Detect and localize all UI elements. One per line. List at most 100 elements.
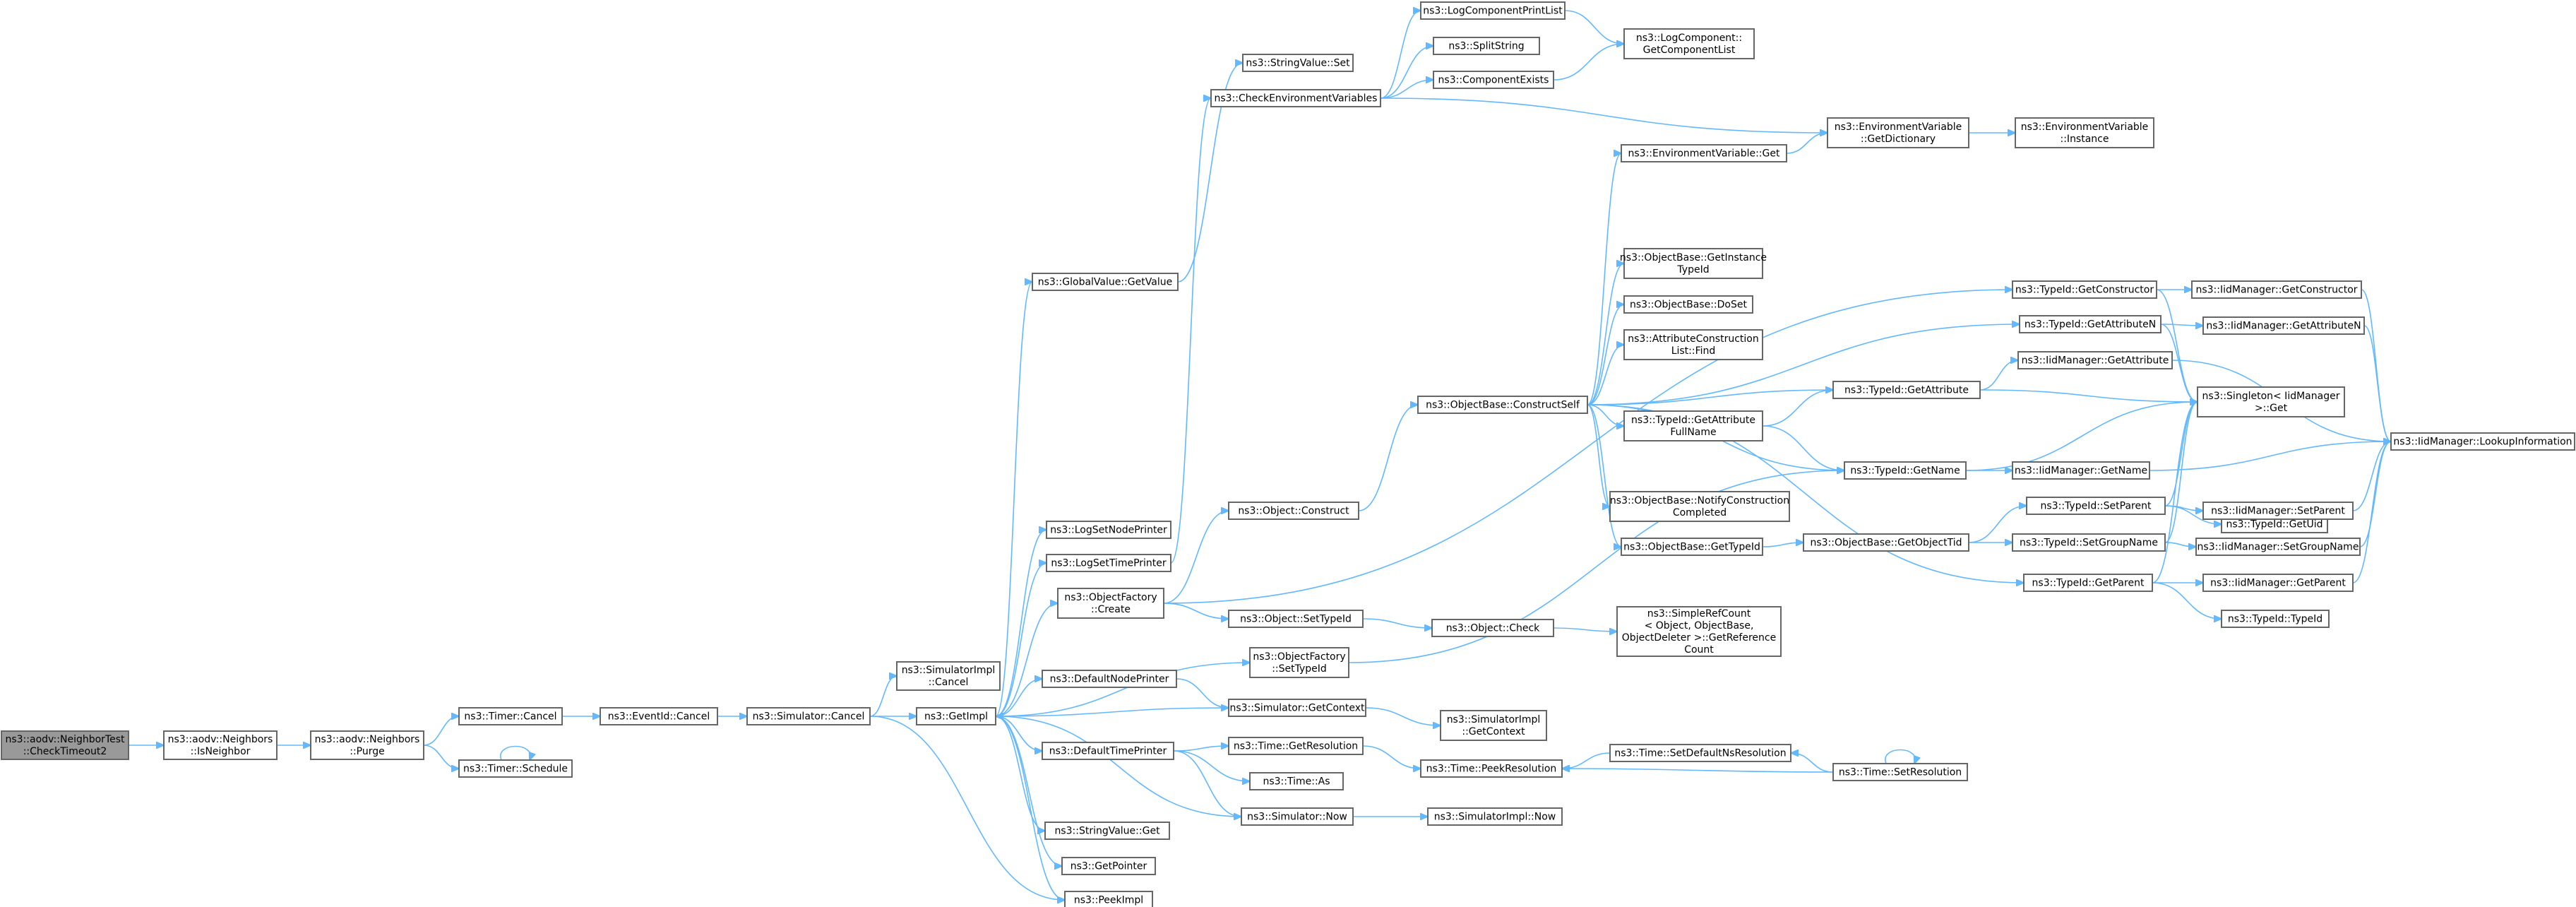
node-label: ns3::IidManager::SetParent [2211,506,2345,517]
node-tidGetAttribute[interactable]: ns3::TypeId::GetAttribute [1832,381,1981,399]
node-label: ns3::ComponentExists [1438,75,1549,86]
node-defTimePrinter[interactable]: ns3::DefaultTimePrinter [1042,742,1174,760]
edge-logPrintList-to-logGetList [1564,10,1624,44]
node-obGetTypeId[interactable]: ns3::ObjectBase::GetTypeId [1621,538,1763,556]
node-checkEnv[interactable]: ns3::CheckEnvironmentVariables [1210,89,1381,107]
edge-simNow-to-getImpl [996,716,1242,817]
node-getPointer[interactable]: ns3::GetPointer [1061,857,1156,875]
node-objConstruct[interactable]: ns3::Object::Construct [1228,502,1359,520]
node-label: ns3::Simulator::Cancel [753,711,865,723]
node-obGetObjectTid[interactable]: ns3::ObjectBase::GetObjectTid [1803,533,1969,552]
node-label: ns3::TypeId::GetConstructor [2015,285,2154,296]
node-box [1803,533,1969,552]
node-simNow[interactable]: ns3::Simulator::Now [1241,807,1354,826]
edge-getImpl-to-objFactSetTypeId [995,663,1250,717]
node-isNeighbor[interactable]: ns3::aodv::Neighbors::IsNeighbor [163,730,278,760]
node-splitString[interactable]: ns3::SplitString [1433,37,1540,55]
node-iidGetAttributeN[interactable]: ns3::IidManager::GetAttributeN [2202,316,2365,335]
node-logGetList[interactable]: ns3::LogComponent::GetComponentList [1623,28,1755,59]
node-singletonGet[interactable]: ns3::Singleton< IidManager>::Get [2197,386,2345,417]
node-stringValueSet[interactable]: ns3::StringValue::Set [1242,54,1354,72]
node-eventCancel[interactable]: ns3::EventId::Cancel [600,707,718,725]
node-timePeekRes[interactable]: ns3::Time::PeekResolution [1420,759,1563,778]
edge-tidGetAttributeN-to-iidGetAttributeN [2160,324,2203,326]
node-label: ns3::TypeId::SetParent [2041,501,2152,512]
node-tidGetParent[interactable]: ns3::TypeId::GetParent [2023,574,2153,592]
node-tidSetGroupName[interactable]: ns3::TypeId::SetGroupName [2012,533,2166,552]
node-objFactSetTypeId[interactable]: ns3::ObjectFactory::SetTypeId [1249,647,1349,678]
node-envGetDict[interactable]: ns3::EnvironmentVariable::GetDictionary [1827,117,1969,148]
node-globalGetValue[interactable]: ns3::GlobalValue::GetValue [1032,273,1179,291]
node-label: ::Instance [2061,134,2109,145]
edge-defTimePrinter-to-simNow [1173,750,1241,817]
node-notifyConstr[interactable]: ns3::ObjectBase::NotifyConstructionCompl… [1609,491,1790,522]
node-box [1046,554,1171,572]
edge-getImpl-to-globalGetValue [995,282,1032,717]
node-getImpl[interactable]: ns3::GetImpl [916,707,996,725]
node-tidSetParent[interactable]: ns3::TypeId::SetParent [2026,497,2166,515]
node-constructSelf[interactable]: ns3::ObjectBase::ConstructSelf [1417,396,1588,414]
node-objCheck[interactable]: ns3::Object::Check [1431,619,1554,637]
node-box [1249,647,1349,678]
node-compExists[interactable]: ns3::ComponentExists [1433,71,1554,89]
node-objFactCreate[interactable]: ns3::ObjectFactory::Create [1057,588,1164,619]
node-iidGetAttribute[interactable]: ns3::IidManager::GetAttribute [2017,351,2173,369]
node-simImplNow[interactable]: ns3::SimulatorImpl::Now [1427,807,1563,826]
node-timeGetRes[interactable]: ns3::Time::GetResolution [1228,737,1364,755]
node-label: ::CheckTimeout2 [23,746,107,757]
node-simImplGetContext[interactable]: ns3::SimulatorImpl::GetContext [1440,710,1547,741]
node-doSet[interactable]: ns3::ObjectBase::DoSet [1623,295,1753,314]
node-simImplCancel[interactable]: ns3::SimulatorImpl::Cancel [896,661,1001,691]
node-iidLookup[interactable]: ns3::IidManager::LookupInformation [2390,432,2575,451]
node-envGet[interactable]: ns3::EnvironmentVariable::Get [1621,144,1787,162]
node-label: ns3::ObjectBase::GetTypeId [1623,542,1760,553]
node-label: ns3::SimulatorImpl [1447,714,1541,725]
node-iidGetConstructor[interactable]: ns3::IidManager::GetConstructor [2191,280,2362,299]
edge-defTimePrinter-to-timeGetRes [1173,746,1229,752]
node-tidGetAttributeN[interactable]: ns3::TypeId::GetAttributeN [2019,315,2161,333]
node-box [1431,619,1554,637]
node-tidGetConstructor[interactable]: ns3::TypeId::GetConstructor [2012,280,2157,299]
node-timeSetDefNs[interactable]: ns3::Time::SetDefaultNsResolution [1609,744,1791,762]
node-iidGetName[interactable]: ns3::IidManager::GetName [2012,461,2150,480]
node-simCancel[interactable]: ns3::Simulator::Cancel [746,707,871,725]
edge-objSetTypeId-to-objCheck [1362,618,1432,628]
node-timeSetRes[interactable]: ns3::Time::SetResolution [1832,763,1968,781]
node-simpleRef[interactable]: ns3::SimpleRefCount< Object, ObjectBase,… [1616,606,1782,657]
edge-getAttrFullName-to-tidGetAttribute [1762,390,1833,427]
node-defNodePrinter[interactable]: ns3::DefaultNodePrinter [1042,670,1177,688]
node-box [2012,533,2166,552]
edge-constructSelf-to-obGetTypeId [1587,404,1621,547]
node-label: ns3::GetPointer [1071,861,1147,872]
edge-checkEnv-to-splitString [1380,46,1433,99]
node-tidTypeId[interactable]: ns3::TypeId::TypeId [2221,610,2330,628]
node-iidGetParent[interactable]: ns3::IidManager::GetParent [2202,574,2354,592]
node-peekImpl[interactable]: ns3::PeekImpl [1064,891,1153,907]
node-label: ns3::TypeId::GetAttribute [1631,415,1755,426]
node-envInstance[interactable]: ns3::EnvironmentVariable::Instance [2015,117,2154,148]
node-timeAs[interactable]: ns3::Time::As [1249,772,1344,790]
node-tidGetName[interactable]: ns3::TypeId::GetName [1844,461,1967,480]
node-logNodePrinter[interactable]: ns3::LogSetNodePrinter [1046,521,1171,539]
node-timerCancel[interactable]: ns3::Timer::Cancel [458,707,563,725]
node-label: ns3::TypeId::SetGroupName [2020,538,2158,549]
node-purge[interactable]: ns3::aodv::Neighbors::Purge [310,730,424,760]
node-box [2015,117,2154,148]
node-timerSchedule[interactable]: ns3::Timer::Schedule [458,759,573,778]
node-iidSetParent[interactable]: ns3::IidManager::SetParent [2202,502,2354,520]
node-iidSetGroupName[interactable]: ns3::IidManager::SetGroupName [2195,538,2361,556]
node-stringValueGet[interactable]: ns3::StringValue::Get [1044,822,1170,840]
node-logTimePrinter[interactable]: ns3::LogSetTimePrinter [1046,554,1171,572]
node-objSetTypeId[interactable]: ns3::Object::SetTypeId [1228,610,1364,628]
node-label: ns3::LogSetTimePrinter [1051,558,1167,569]
node-label: ns3::LogComponent:: [1636,32,1742,44]
node-root[interactable]: ns3::aodv::NeighborTest::CheckTimeout2 [1,730,129,760]
edge-simCancel-to-simImplCancel [869,676,897,717]
edge-simCancel-to-peekImpl [869,716,1065,900]
node-simGetContext[interactable]: ns3::Simulator::GetContext [1228,699,1366,717]
edge-iidGetConstructor-to-iidLookup [2361,289,2391,441]
node-logPrintList[interactable]: ns3::LogComponentPrintList [1420,1,1566,20]
